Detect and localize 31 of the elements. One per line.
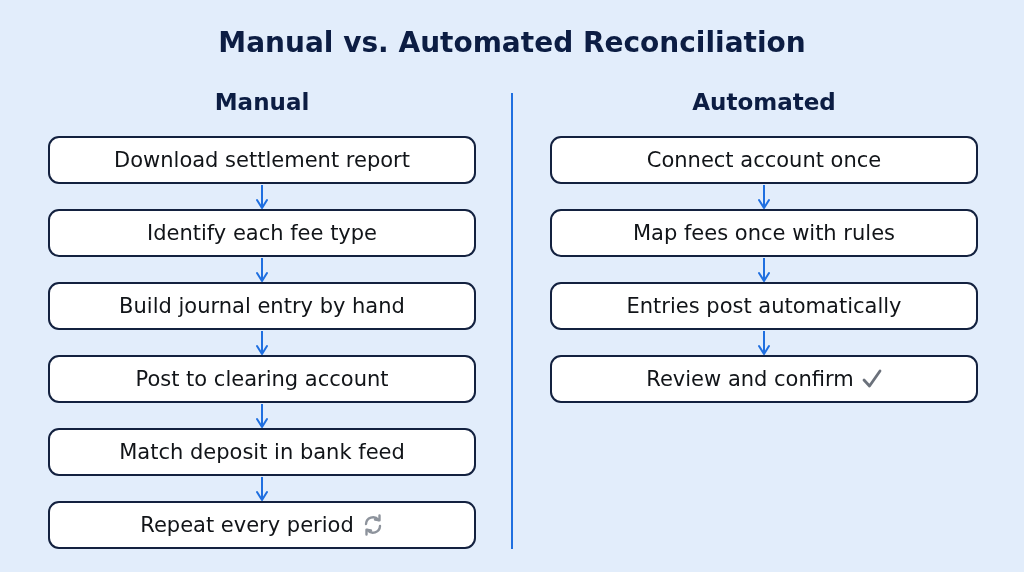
arrow [758, 330, 770, 355]
step-text: Match deposit in bank feed [119, 440, 405, 464]
step-text: Map fees once with rules [633, 221, 895, 245]
arrow [256, 403, 268, 428]
step-text: Entries post automatically [626, 294, 902, 318]
step-text: Post to clearing account [135, 367, 389, 391]
process-box [48, 355, 476, 403]
column-heading: Manual [214, 89, 310, 115]
process-box [48, 209, 476, 257]
process-box [48, 428, 476, 476]
process-box [550, 209, 978, 257]
process-box [48, 282, 476, 330]
arrow [256, 330, 268, 355]
column-heading: Automated [692, 89, 836, 115]
step-text: Connect account once [646, 148, 882, 172]
process-box [550, 136, 978, 184]
step-text: Download settlement report [114, 148, 410, 172]
step-text: Review and confirm [646, 367, 854, 391]
arrow [256, 184, 268, 209]
arrow [256, 257, 268, 282]
process-box [550, 355, 978, 403]
process-box [550, 282, 978, 330]
process-box [48, 501, 476, 549]
arrow [758, 257, 770, 282]
arrow [758, 184, 770, 209]
arrow [256, 476, 268, 501]
step-text: Identify each fee type [146, 221, 378, 245]
step-text: Repeat every period [140, 513, 354, 537]
process-box [48, 136, 476, 184]
step-text: Build journal entry by hand [119, 294, 405, 318]
title: Manual vs. Automated Reconciliation [218, 26, 806, 59]
